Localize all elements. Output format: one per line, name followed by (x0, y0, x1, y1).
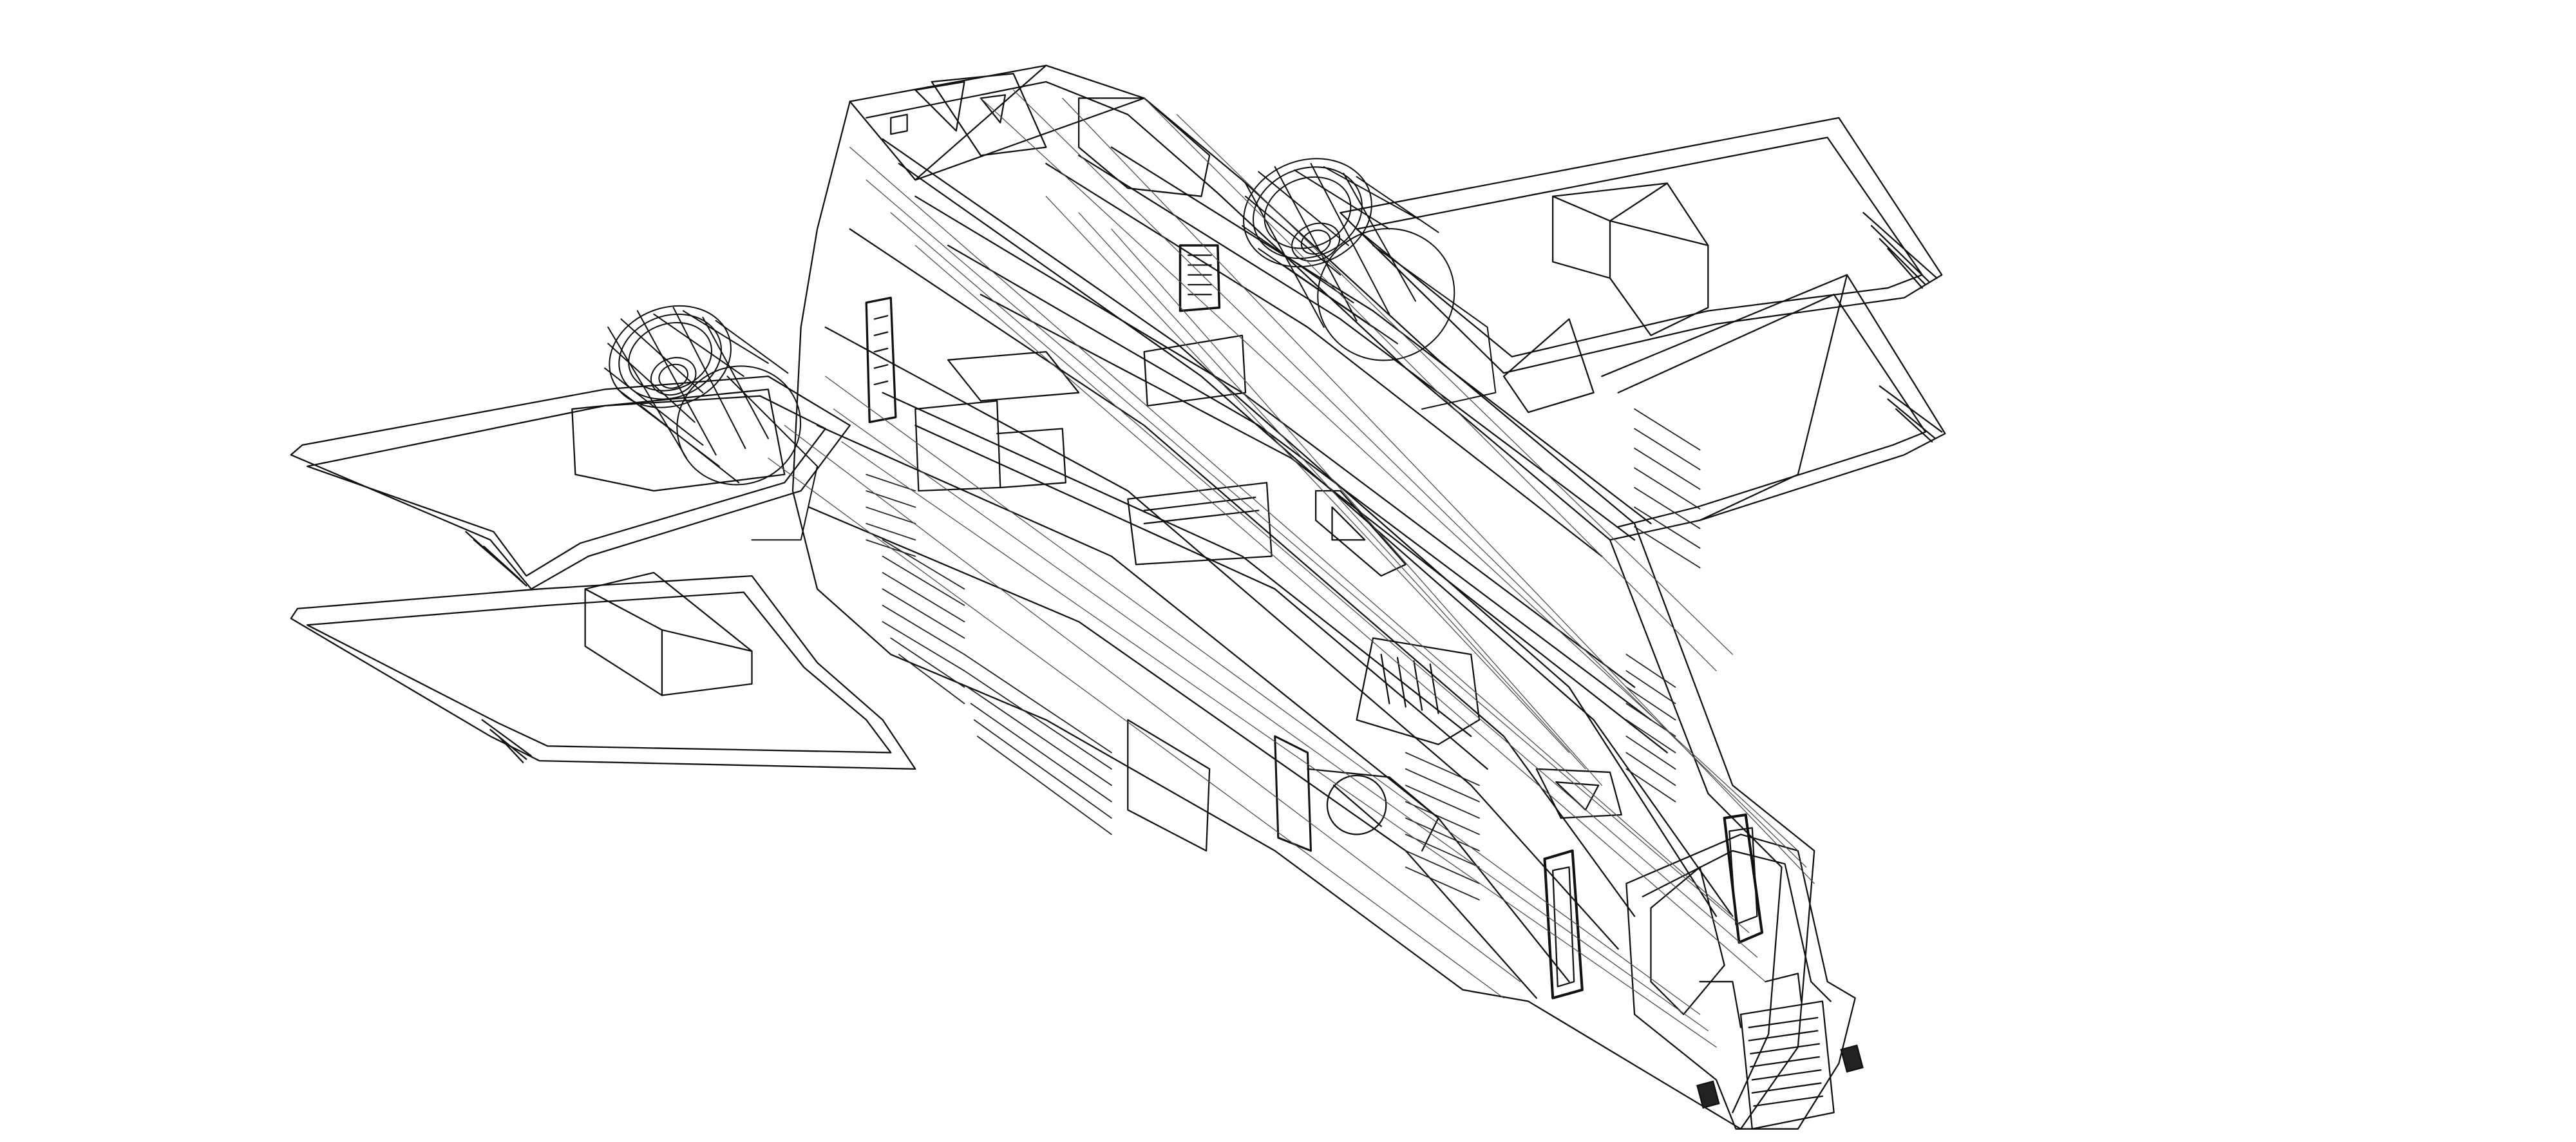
cockpit-nose (1543, 813, 1856, 1130)
upper-left-wing (290, 376, 851, 590)
upper-right-wing (1340, 117, 1943, 374)
wireframe-streaks (768, 90, 1815, 1048)
lower-left-wing (290, 571, 916, 770)
panel-hatching (866, 408, 1701, 900)
hull-panels (865, 97, 1622, 852)
engine-nacelle-left (604, 305, 819, 541)
fuselage (791, 64, 1815, 1130)
nose-lights (1696, 1044, 1864, 1109)
lower-right-wing (1601, 274, 1946, 541)
engine-nacelle-right (1241, 158, 1497, 410)
